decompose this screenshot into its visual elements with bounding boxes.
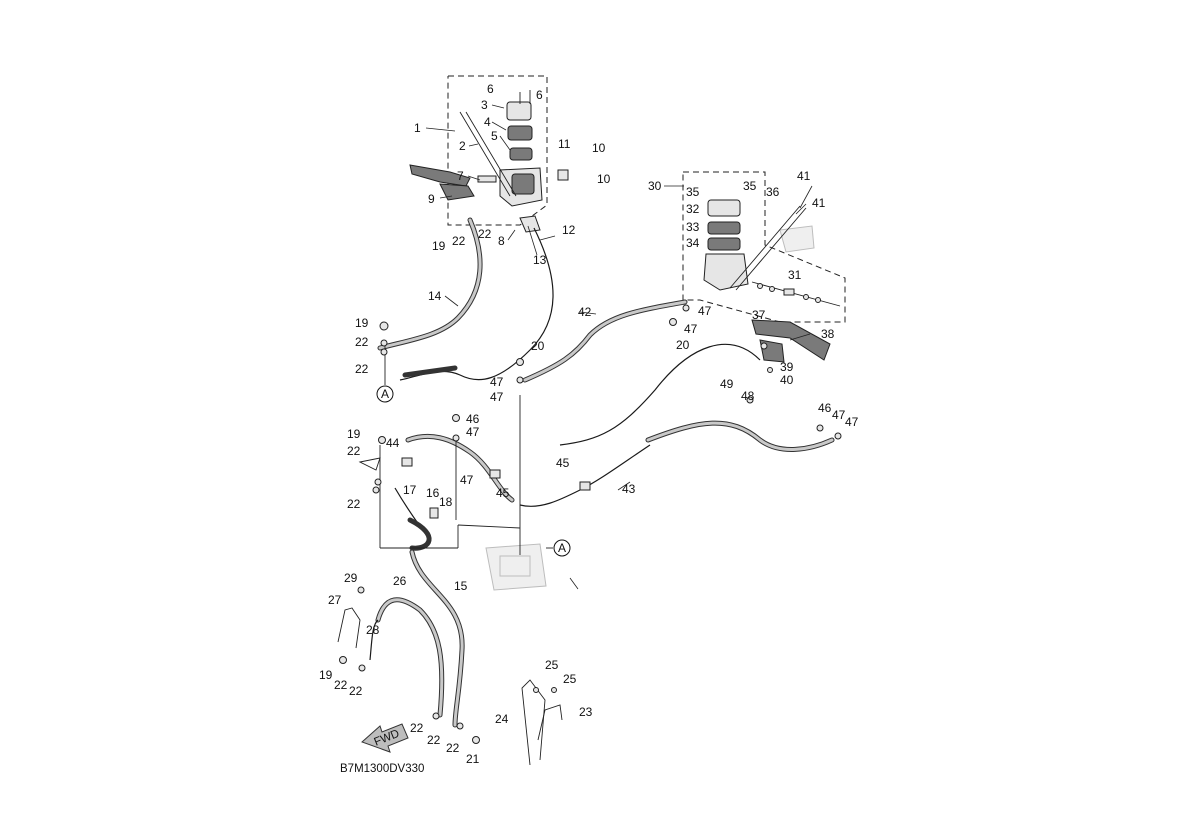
front-master-cylinder-parts	[409, 90, 569, 233]
callout-22i: 22	[410, 721, 424, 735]
callout-22f: 22	[347, 497, 361, 511]
callout-47a: 47	[466, 425, 480, 439]
callout-10a: 10	[592, 141, 606, 155]
callout-23: 23	[579, 705, 593, 719]
callout-19d: 19	[319, 668, 333, 682]
callout-40: 40	[780, 373, 794, 387]
callout-11: 11	[558, 137, 571, 151]
reference-marker-a-bottom-label: A	[558, 541, 566, 555]
callout-19b: 19	[355, 316, 369, 330]
callout-22d: 22	[355, 362, 369, 376]
reference-marker-a-bottom: A	[553, 539, 571, 557]
callout-46a: 46	[466, 412, 480, 426]
callout-45a: 45	[556, 456, 570, 470]
callout-47g: 47	[832, 408, 846, 422]
callout-36: 36	[766, 185, 780, 199]
abs-unit	[379, 340, 553, 591]
callout-38: 38	[821, 327, 835, 341]
callout-47d: 47	[490, 390, 504, 404]
callout-33: 33	[686, 220, 700, 234]
callout-28: 28	[366, 623, 380, 637]
callout-30: 30	[648, 179, 662, 193]
callout-26: 26	[393, 574, 407, 588]
callout-31: 31	[788, 268, 802, 282]
callout-24: 24	[495, 712, 509, 726]
callout-45b: 45	[496, 486, 510, 500]
callout-5: 5	[491, 129, 498, 143]
center-brake-lines	[394, 299, 835, 551]
rear-master-cylinder-assembly-box	[682, 171, 846, 323]
callout-44: 44	[386, 436, 400, 450]
callout-41b: 41	[812, 196, 826, 210]
callout-16: 16	[426, 486, 440, 500]
callout-4: 4	[484, 115, 491, 129]
callout-10b: 10	[597, 172, 611, 186]
callout-32: 32	[686, 202, 700, 216]
callout-14: 14	[428, 289, 442, 303]
callout-22e: 22	[347, 444, 361, 458]
callout-47f: 47	[684, 322, 698, 336]
callout-13: 13	[533, 253, 547, 267]
brackets	[337, 457, 563, 766]
callout-7: 7	[457, 169, 464, 183]
rear-reservoir-bolt-row	[751, 281, 841, 307]
callout-19c: 19	[347, 427, 361, 441]
callout-37: 37	[752, 308, 766, 322]
callout-3: 3	[481, 98, 488, 112]
front-brake-hoses	[377, 217, 554, 381]
callout-48: 48	[741, 389, 755, 403]
callout-25a: 25	[545, 658, 559, 672]
callout-34: 34	[686, 236, 700, 250]
callout-46b: 46	[818, 401, 832, 415]
callout-6a: 6	[487, 82, 494, 96]
reference-marker-a-top-label: A	[381, 387, 389, 401]
callout-27: 27	[328, 593, 342, 607]
callout-17: 17	[403, 483, 417, 497]
callout-35a: 35	[686, 185, 700, 199]
fasteners	[339, 304, 842, 744]
callout-8: 8	[498, 234, 505, 248]
callout-22a: 22	[452, 234, 466, 248]
callout-9: 9	[428, 192, 435, 206]
callout-12: 12	[562, 223, 576, 237]
callout-15: 15	[454, 579, 468, 593]
callout-47b: 47	[460, 473, 474, 487]
leader-lines	[425, 104, 813, 590]
callout-21: 21	[466, 752, 480, 766]
lower-brake-hoses	[369, 549, 465, 728]
callout-1: 1	[414, 121, 421, 135]
callout-22c: 22	[355, 335, 369, 349]
callout-29: 29	[344, 571, 358, 585]
front-master-cylinder-assembly-box	[447, 75, 548, 226]
callout-2: 2	[459, 139, 466, 153]
callout-22j: 22	[427, 733, 441, 747]
callout-22g: 22	[334, 678, 348, 692]
callout-41a: 41	[797, 169, 811, 183]
callout-19a: 19	[432, 239, 446, 253]
callout-47c: 47	[490, 375, 504, 389]
callout-18: 18	[439, 495, 453, 509]
callout-22k: 22	[446, 741, 460, 755]
callout-43: 43	[622, 482, 636, 496]
callout-22h: 22	[349, 684, 363, 698]
callout-49: 49	[720, 377, 734, 391]
rear-master-cylinder-parts	[703, 199, 841, 363]
callout-47h: 47	[845, 415, 859, 429]
forward-arrow-icon: FWD	[361, 723, 409, 753]
callout-labels: 1 2 3 4 5 6 6 7 8 9 10 10 11 12 13 14 15…	[319, 82, 859, 766]
callout-22b: 22	[478, 227, 492, 241]
callout-47e: 47	[698, 304, 712, 318]
callout-20b: 20	[676, 338, 690, 352]
callout-25b: 25	[563, 672, 577, 686]
reference-marker-a-top: A	[376, 385, 394, 403]
callout-39: 39	[780, 360, 794, 374]
callout-20a: 20	[531, 339, 545, 353]
callout-35b: 35	[743, 179, 757, 193]
callout-42: 42	[578, 305, 592, 319]
callout-6b: 6	[536, 88, 543, 102]
drawing-code: B7M1300DV330	[340, 763, 424, 775]
